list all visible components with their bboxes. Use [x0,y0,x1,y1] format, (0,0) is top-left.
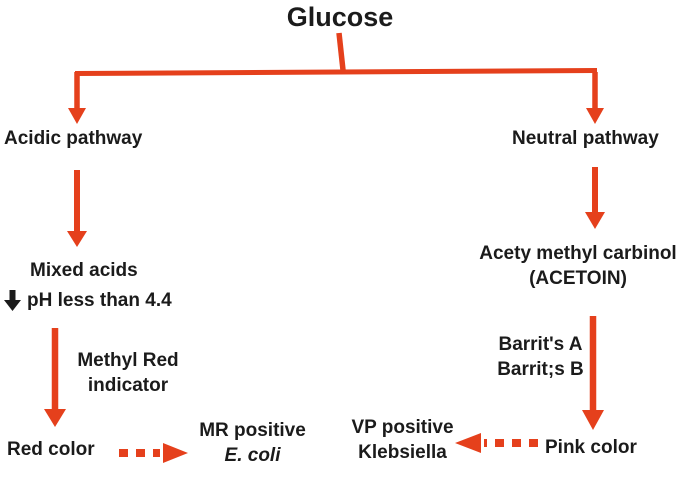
ph-label-row: pH less than 4.4 [4,288,172,313]
ph-decrease-arrow-icon [4,290,21,311]
acetoin-line1: Acety methyl carbinol [479,243,677,264]
klebsiella-label: Klebsiella [358,442,447,463]
vp-positive-line1: VP positive [351,417,454,438]
acidic-to-mixed-acids-arrow-icon [67,231,87,247]
pink-color-label: Pink color [545,437,637,458]
mixed-acids-label: Mixed acids [30,260,138,281]
methyl-red-indicator-label: Methyl Red indicator [62,348,194,398]
vp-positive-label: VP positive Klebsiella [340,415,465,465]
neutral-to-acetoin-arrow-icon [585,212,605,229]
neutral-branch-arrow-icon [586,108,604,124]
acidic-branch-arrow-icon [68,108,86,124]
methyl-red-line1: Methyl Red [77,350,179,371]
red-color-dashed-arrow-icon [163,443,188,463]
ecoli-label: E. coli [224,445,281,466]
glucose-stub-line [336,32,346,71]
barrits-line2: Barrit;s B [497,359,584,380]
branch-bar-line [74,68,598,76]
neutral-pathway-label: Neutral pathway [512,128,659,149]
barrits-arrow-icon [582,410,604,430]
mr-positive-label: MR positive E. coli [190,418,315,468]
barrits-label: Barrit's A Barrit;s B [478,332,603,382]
methyl-red-arrow-icon [44,409,66,427]
barrits-line1: Barrit's A [498,334,583,355]
red-color-label: Red color [7,439,95,460]
mr-positive-line1: MR positive [199,420,306,441]
acetoin-label: Acety methyl carbinol (ACETOIN) [468,241,685,291]
methyl-red-line2: indicator [87,375,169,396]
diagram-title: Glucose [286,2,394,32]
acidic-pathway-label: Acidic pathway [4,128,143,149]
ph-label: pH less than 4.4 [27,290,172,311]
pink-color-dashed-arrow-icon [455,433,481,453]
acetoin-line2: (ACETOIN) [529,268,627,289]
